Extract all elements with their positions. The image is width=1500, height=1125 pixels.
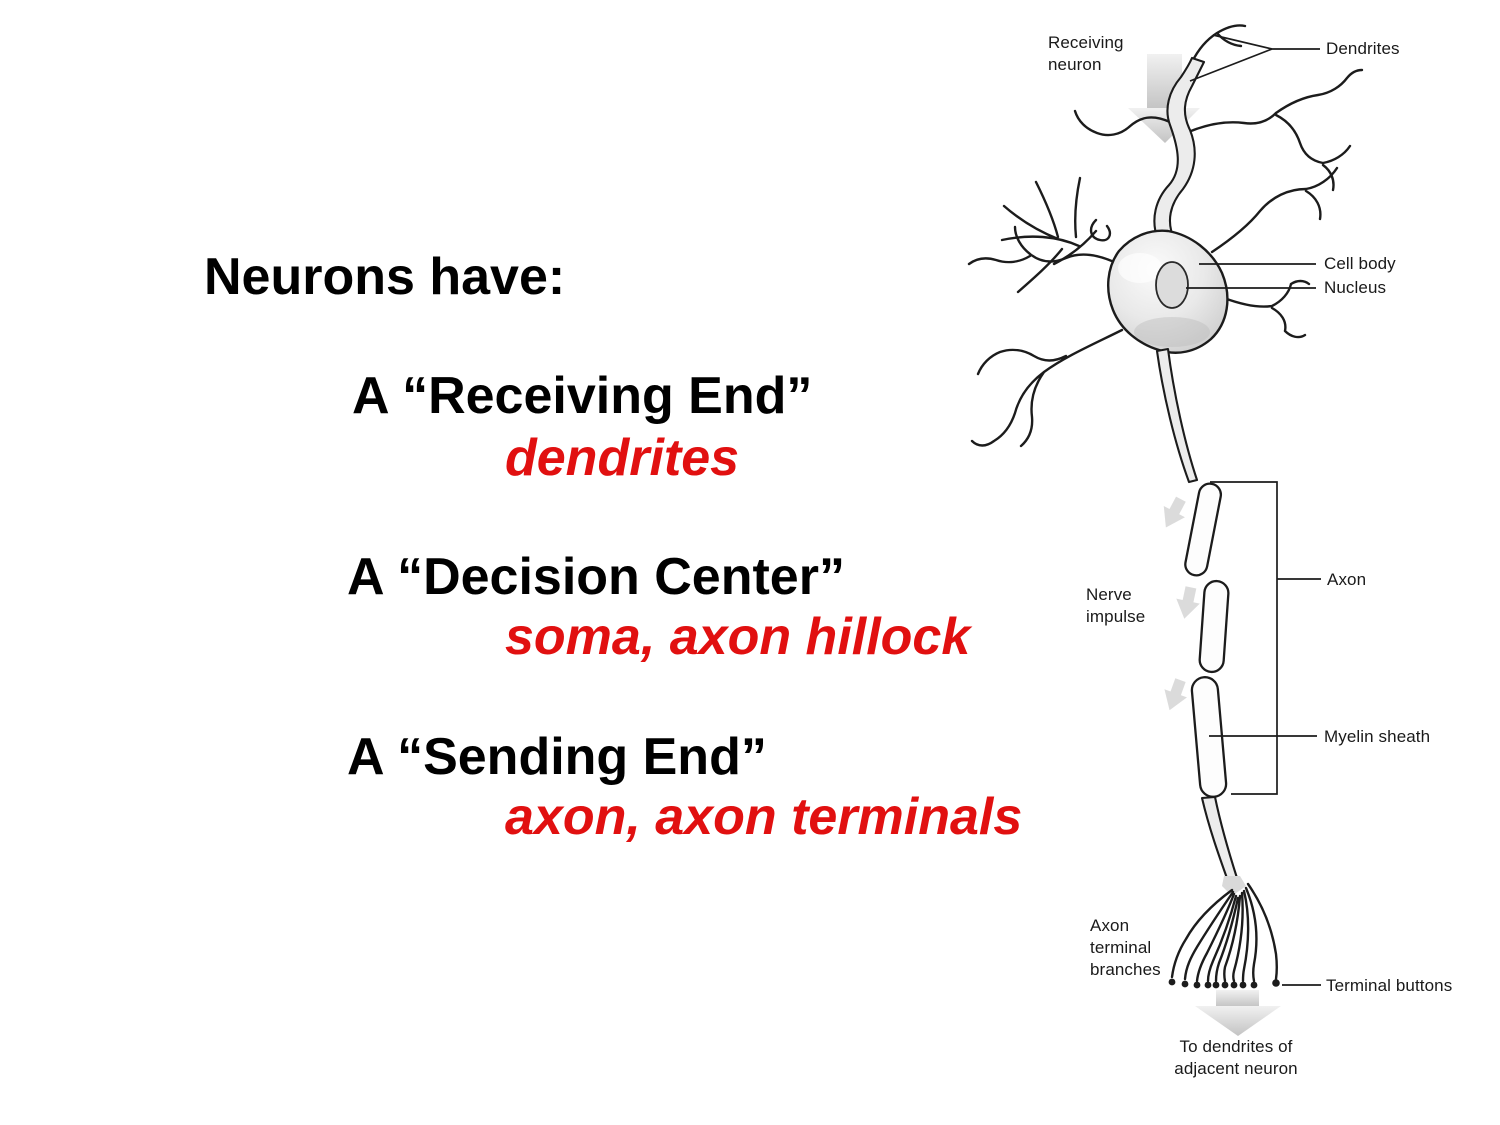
- soma-highlight: [1118, 253, 1162, 283]
- label-terminal-buttons: Terminal buttons: [1326, 976, 1452, 995]
- myelin-segment: [1198, 579, 1230, 674]
- myelin-segment: [1190, 676, 1228, 798]
- nerve-impulse-arrows: [1163, 496, 1200, 711]
- label-axon: Axon: [1327, 570, 1366, 589]
- point-detail-dendrites: dendrites: [505, 429, 740, 487]
- point-heading-receiving-end: A “Receiving End”: [352, 367, 813, 425]
- myelin-segment: [1184, 482, 1223, 577]
- point-detail-soma-axon-hillock: soma, axon hillock: [505, 608, 971, 666]
- axon-initial-segment: [1155, 347, 1199, 484]
- neuron-diagram: Receiving neuron Dendrites Cell body Nuc…: [967, 24, 1452, 1078]
- label-dendrites: Dendrites: [1326, 39, 1400, 58]
- label-receiving-neuron-line2: neuron: [1048, 55, 1102, 74]
- slide-title: Neurons have:: [204, 248, 566, 306]
- dendrites-drawing: [967, 24, 1364, 448]
- nerve-impulse-arrow: [1163, 496, 1186, 528]
- label-myelin-sheath: Myelin sheath: [1324, 727, 1430, 746]
- point-heading-decision-center: A “Decision Center”: [347, 548, 845, 606]
- terminal-buttons-dots: [1168, 978, 1280, 989]
- nerve-impulse-arrow: [1164, 678, 1187, 711]
- nucleus-shape: [1155, 261, 1189, 309]
- soma-shading: [1134, 317, 1210, 347]
- label-axon-terminal-branches-line3: branches: [1090, 960, 1161, 979]
- label-axon-terminal-branches-line2: terminal: [1090, 938, 1151, 957]
- axon-bracket: [1210, 481, 1321, 795]
- apical-dendrite-trunk: [1153, 56, 1206, 243]
- dendrites-pointer-line: [1189, 34, 1320, 82]
- label-nucleus: Nucleus: [1324, 278, 1386, 297]
- axon-distal-segment: [1200, 795, 1239, 883]
- label-to-dendrites-line2: adjacent neuron: [1174, 1059, 1297, 1078]
- axon-terminal-branches-drawing: [1168, 876, 1280, 989]
- label-nerve-impulse-line2: impulse: [1086, 607, 1145, 626]
- label-cell-body: Cell body: [1324, 254, 1396, 273]
- point-heading-sending-end: A “Sending End”: [347, 728, 767, 786]
- outgoing-signal-arrow: [1195, 990, 1281, 1036]
- label-to-dendrites-line1: To dendrites of: [1179, 1037, 1292, 1056]
- point-detail-axon-terminals: axon, axon terminals: [505, 788, 1023, 846]
- label-nerve-impulse-line1: Nerve: [1086, 585, 1132, 604]
- label-axon-terminal-branches-line1: Axon: [1090, 916, 1129, 935]
- myelin-sheath-segments: [1184, 482, 1230, 798]
- label-receiving-neuron-line1: Receiving: [1048, 33, 1124, 52]
- nerve-impulse-arrow: [1176, 586, 1200, 619]
